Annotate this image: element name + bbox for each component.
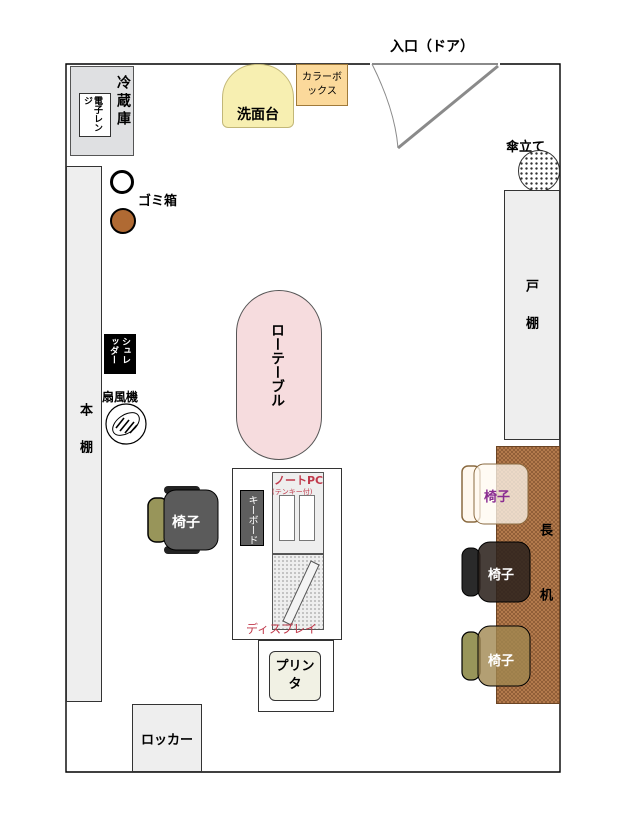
keyboard-label: キーボード [246, 495, 257, 545]
chair-desk-2-label: 椅子 [488, 568, 515, 583]
locker-label: ロッカー [140, 732, 193, 748]
sink-label: 洗面台 [237, 107, 279, 123]
locker: ロッカー [132, 704, 202, 772]
printer-label: プリンタ [275, 659, 315, 692]
low-table: ローテーブル [236, 290, 322, 460]
chair-desk-3-icon [461, 625, 531, 687]
entrance-label: 入口（ドア） [390, 39, 474, 55]
sink: 洗面台 [222, 64, 294, 128]
low-table-label: ローテーブル [269, 323, 285, 407]
cabinet: 戸棚 [504, 190, 560, 440]
fan-label: 扇風機 [102, 390, 139, 404]
chair-desk-3-label: 椅子 [488, 654, 515, 669]
shredder: シュレッダー [104, 334, 136, 374]
display-screen-icon [282, 560, 320, 626]
laptop-sub-label: (テンキー付) [272, 488, 313, 496]
microwave: 電子レンジ [79, 93, 111, 137]
chair-desk-1-label: 椅子 [484, 490, 511, 505]
keyboard: キーボード [240, 490, 264, 546]
laptop [272, 472, 324, 554]
fan-icon [105, 403, 147, 445]
trash-bin-white [110, 170, 134, 194]
fridge-label: 冷蔵庫 [115, 75, 131, 129]
chair-desk-1-icon [461, 463, 529, 525]
bookshelf-label: 本棚 [77, 403, 92, 477]
long-desk-label: 長机 [537, 523, 552, 653]
trash-label: ゴミ箱 [138, 194, 178, 209]
laptop-panel-left [279, 495, 295, 541]
cabinet-label: 戸棚 [523, 279, 538, 353]
chair-desk-2-icon [461, 541, 531, 603]
laptop-panel-right [299, 495, 315, 541]
bookshelf: 本棚 [66, 166, 102, 702]
trash-bin-brown [110, 208, 136, 234]
shredder-label: シュレッダー [108, 337, 130, 364]
laptop-label: ノートPC [274, 474, 324, 487]
microwave-label: 電子レンジ [82, 96, 102, 132]
fridge: 冷蔵庫 電子レンジ [70, 66, 134, 156]
umbrella-stand [518, 150, 560, 192]
color-box: カラーボックス [296, 64, 348, 106]
display [272, 554, 324, 630]
printer: プリンタ [269, 651, 321, 701]
color-box-label: カラーボックス [302, 72, 342, 97]
chair-left-icon [147, 486, 219, 554]
display-label: ディスプレイ [246, 622, 318, 636]
chair-left-label: 椅子 [172, 515, 200, 531]
printer-stand: プリンタ [258, 640, 334, 712]
